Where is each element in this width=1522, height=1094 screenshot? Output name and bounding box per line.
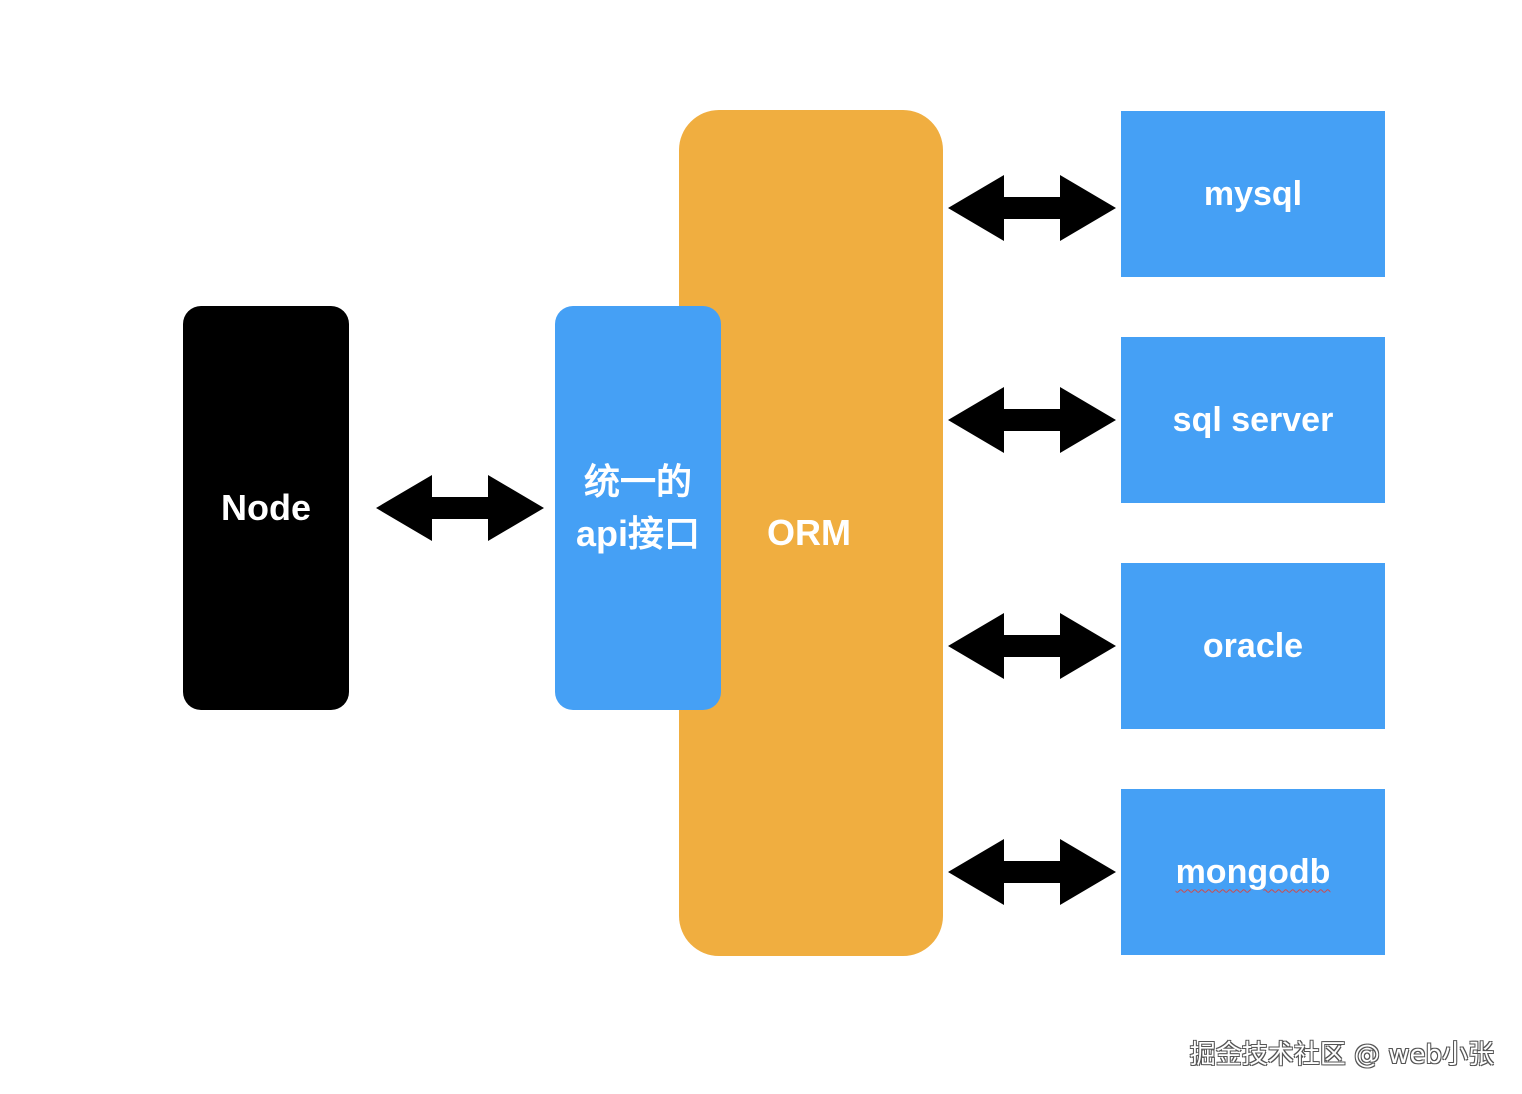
db-label: mysql [1203, 174, 1303, 213]
double-arrow-icon [948, 387, 1116, 453]
api-interface-box: 统一的 api接口 [555, 306, 721, 710]
double-arrow-icon [948, 175, 1116, 241]
watermark: 掘金技术社区 @ web小张 [1189, 1040, 1494, 1070]
double-arrow-icon [948, 839, 1116, 905]
db-box-mysql: mysql [1121, 111, 1385, 277]
db-label: oracle [1202, 626, 1304, 665]
node-label: Node [221, 487, 311, 528]
db-box-sql-server: sql server [1121, 337, 1385, 503]
db-box-oracle: oracle [1121, 563, 1385, 729]
db-label: mongodb [1175, 852, 1331, 891]
api-label-line2: api接口 [575, 513, 700, 554]
double-arrow-icon [376, 475, 544, 541]
orm-box: ORM [679, 110, 943, 956]
db-box-mongodb: mongodb [1121, 789, 1385, 955]
orm-label: ORM [767, 512, 851, 553]
api-label-line1: 统一的 [583, 461, 692, 502]
node-box: Node [183, 306, 349, 710]
db-label: sql server [1172, 400, 1334, 439]
double-arrow-icon [948, 613, 1116, 679]
